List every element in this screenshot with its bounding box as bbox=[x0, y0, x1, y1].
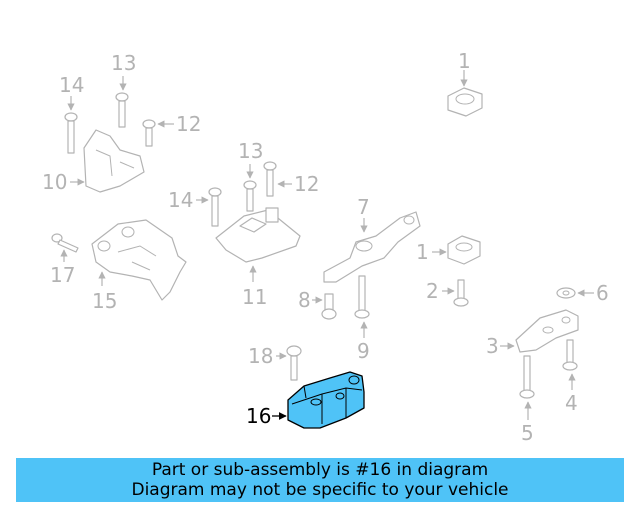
part-4-bolt[interactable]: 4 bbox=[562, 339, 578, 415]
callout-9: 9 bbox=[357, 339, 370, 363]
callout-13-mid: 13 bbox=[238, 139, 263, 163]
part-3-bracket[interactable]: 3 bbox=[486, 309, 579, 358]
callout-18: 18 bbox=[248, 344, 273, 368]
part-16-highlighted-bracket[interactable]: 16 bbox=[246, 371, 365, 429]
part-12-bolt-left[interactable]: 12 bbox=[142, 112, 201, 147]
callout-2: 2 bbox=[426, 279, 439, 303]
callout-6: 6 bbox=[596, 281, 609, 305]
callout-10: 10 bbox=[42, 170, 67, 194]
info-banner: Part or sub-assembly is #16 in diagram D… bbox=[16, 458, 624, 502]
callout-1-top: 1 bbox=[458, 49, 471, 73]
callout-11: 11 bbox=[242, 285, 267, 309]
parts-diagram: 1 13 14 12 10 13 12 bbox=[42, 49, 609, 445]
banner-line-1: Part or sub-assembly is #16 in diagram bbox=[151, 460, 489, 480]
callout-17: 17 bbox=[50, 263, 75, 287]
callout-12-left: 12 bbox=[176, 112, 201, 136]
part-8-bolt[interactable]: 8 bbox=[298, 288, 337, 320]
callout-14-mid: 14 bbox=[168, 188, 193, 212]
callout-5: 5 bbox=[521, 421, 534, 445]
part-2-bolt[interactable]: 2 bbox=[426, 279, 469, 307]
callout-15: 15 bbox=[92, 289, 117, 313]
part-13-screw-left[interactable]: 13 bbox=[111, 51, 136, 128]
part-6-washer[interactable]: 6 bbox=[556, 281, 609, 305]
part-7-torque-arm[interactable]: 7 bbox=[323, 195, 421, 283]
callout-16: 16 bbox=[246, 404, 271, 428]
callout-14-left: 14 bbox=[59, 73, 84, 97]
part-13-screw-mid[interactable]: 13 bbox=[238, 139, 263, 212]
part-1-bushing-mid[interactable]: 1 bbox=[416, 235, 481, 265]
callout-4: 4 bbox=[565, 391, 578, 415]
part-12-bolt-mid[interactable]: 12 bbox=[263, 161, 319, 197]
part-14-bolt-mid[interactable]: 14 bbox=[168, 187, 222, 227]
part-18-bolt[interactable]: 18 bbox=[248, 344, 302, 381]
callout-8: 8 bbox=[298, 288, 311, 312]
part-11-bracket[interactable]: 11 bbox=[215, 207, 301, 309]
callout-1-mid: 1 bbox=[416, 240, 429, 264]
callout-12-mid: 12 bbox=[294, 172, 319, 196]
callout-13-left: 13 bbox=[111, 51, 136, 75]
callout-7: 7 bbox=[357, 195, 370, 219]
part-10-mount[interactable]: 10 bbox=[42, 129, 145, 194]
part-9-bolt[interactable]: 9 bbox=[354, 275, 370, 363]
part-14-bolt-left[interactable]: 14 bbox=[59, 73, 84, 154]
part-15-transmission-mount[interactable]: 15 bbox=[91, 219, 187, 313]
part-5-bolt[interactable]: 5 bbox=[519, 355, 535, 445]
callout-3: 3 bbox=[486, 334, 499, 358]
part-17-bolt[interactable]: 17 bbox=[50, 233, 79, 287]
part-1-bushing-top[interactable]: 1 bbox=[447, 49, 483, 117]
banner-line-2: Diagram may not be specific to your vehi… bbox=[131, 480, 509, 500]
